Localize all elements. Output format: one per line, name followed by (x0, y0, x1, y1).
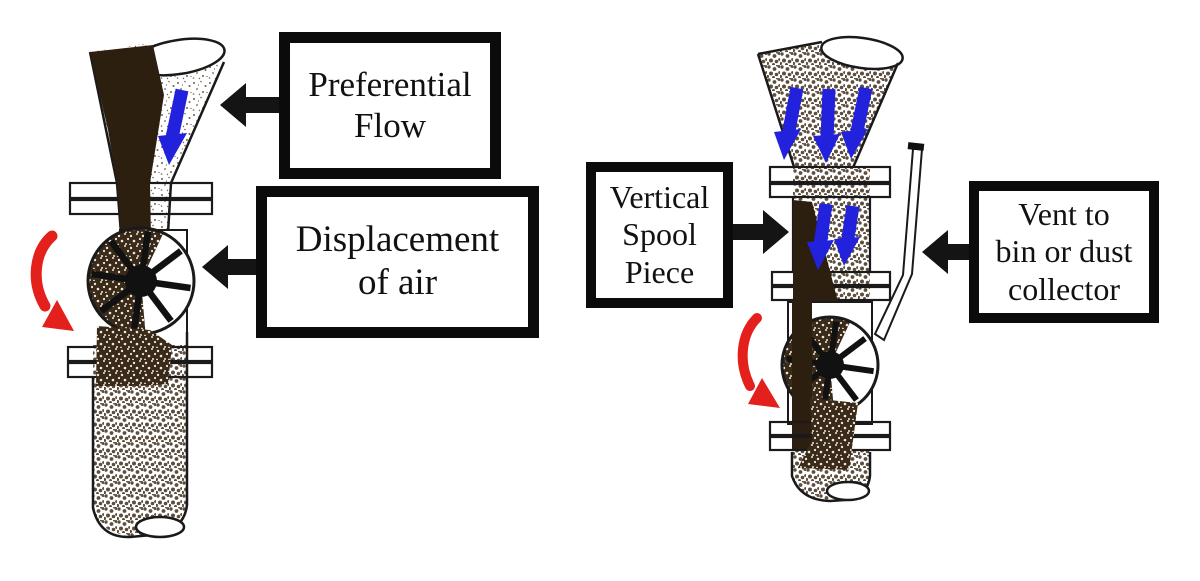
displacement-pointer-icon (202, 245, 258, 289)
left-rotation-arrow-icon (30, 230, 74, 331)
label-line: Piece (624, 253, 695, 290)
right-funnel-flow-arrows (774, 86, 873, 163)
flow-down-arrow-icon (834, 204, 860, 266)
label-line: Preferential (308, 64, 472, 104)
preferential-flow-label: Preferential Flow (279, 32, 501, 179)
left-discharge-pipe-outline (91, 332, 189, 539)
right-valve-assembly (737, 35, 925, 503)
label-line: Spool (622, 216, 697, 253)
right-discharge-opening (825, 480, 871, 502)
left-flow-down-arrow-icon (158, 88, 189, 165)
left-rotary-valve (86, 226, 196, 336)
right-spool-flow-arrows (807, 203, 860, 270)
flow-down-arrow-icon (813, 88, 840, 163)
label-line: bin or dust (995, 233, 1133, 270)
left-discharge-opening (134, 515, 186, 539)
vertical-spool-piece-label: Vertical Spool Piece (586, 162, 733, 308)
spool-pointer-icon (731, 210, 789, 254)
vent-pointer-icon (922, 230, 971, 274)
label-line: of air (357, 262, 438, 303)
left-valve-assembly (30, 37, 226, 539)
flow-down-arrow-icon (807, 203, 834, 270)
label-pointer-arrows (202, 83, 971, 289)
right-material-band (792, 300, 812, 452)
right-pipe-opening (820, 35, 904, 71)
label-line: Vent to (1018, 196, 1110, 233)
label-line: collector (1008, 270, 1120, 307)
left-rotor-hub (125, 265, 157, 297)
right-discharged-material (798, 398, 858, 470)
left-discharged-material (96, 326, 172, 386)
left-material-column (90, 45, 164, 238)
vent-tube (873, 142, 925, 342)
right-upper-flange (768, 165, 892, 199)
preferential-flow-pointer-icon (220, 83, 281, 127)
vent-tube-cap (907, 142, 925, 151)
label-line: Displacement (295, 219, 500, 261)
displacement-of-air-label: Displacement of air (256, 186, 539, 338)
label-line: Vertical (609, 179, 710, 216)
left-discharge-pipe (93, 345, 187, 537)
left-funnel-outline (88, 51, 226, 234)
right-rotor-hub (816, 351, 844, 379)
label-line: Flow (354, 105, 426, 145)
right-rotation-arrow-icon (737, 313, 780, 408)
vent-to-bin-label: Vent to bin or dust collector (969, 181, 1159, 323)
flow-down-arrow-icon (774, 86, 804, 160)
flow-down-arrow-icon (841, 86, 873, 159)
right-discharge-pipe-outline (790, 452, 872, 503)
